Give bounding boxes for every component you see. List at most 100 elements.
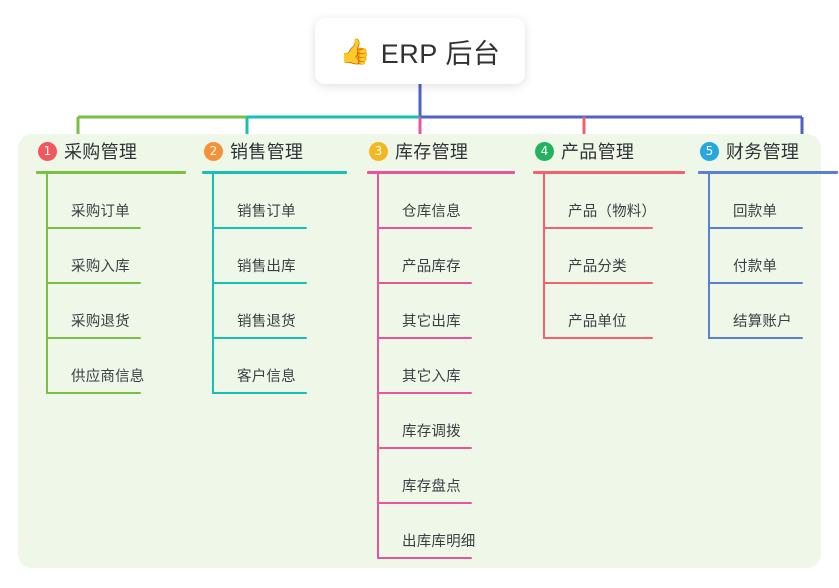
leaf-node[interactable]: 销售出库 (202, 229, 347, 284)
leaf-rule (377, 227, 472, 229)
leaf-rule (708, 227, 803, 229)
leaf-label: 库存盘点 (402, 479, 461, 495)
leaf-label: 库存调拨 (402, 424, 461, 440)
leaf-label: 出库库明细 (402, 534, 476, 550)
branch-items-2: 销售订单销售出库销售退货客户信息 (202, 174, 347, 394)
leaf-node[interactable]: 产品（物料） (533, 174, 685, 229)
leaf-label: 销售出库 (237, 259, 296, 275)
leaf-rule (212, 282, 307, 284)
root-node[interactable]: 👍 ERP 后台 (315, 18, 525, 84)
branch-items-3: 仓库信息产品库存其它出库其它入库库存调拨库存盘点出库库明细 (367, 174, 515, 559)
branch-underline-2 (202, 171, 347, 174)
leaf-rule (212, 337, 307, 339)
root-title: ERP 后台 (380, 38, 501, 69)
branch-column-5: 5 财务管理回款单付款单结算账户 (698, 134, 838, 339)
leaf-node[interactable]: 其它出库 (367, 284, 515, 339)
leaf-rule (212, 392, 307, 394)
leaf-label: 客户信息 (237, 369, 296, 385)
leaf-rule (377, 502, 472, 504)
leaf-node[interactable]: 销售退货 (202, 284, 347, 339)
branch-underline-5 (698, 171, 838, 174)
leaf-rule (46, 227, 141, 229)
branch-header-2[interactable]: 2 销售管理 (202, 134, 347, 168)
leaf-rule (377, 392, 472, 394)
branch-title-4: 产品管理 (561, 142, 635, 162)
branch-title-3: 库存管理 (395, 142, 469, 162)
branch-badge-4: 4 (535, 141, 554, 161)
branch-underline-4 (533, 171, 685, 174)
leaf-node[interactable]: 客户信息 (202, 339, 347, 394)
leaf-node[interactable]: 出库库明细 (367, 504, 515, 559)
branch-badge-5: 5 (700, 141, 719, 161)
leaf-node[interactable]: 供应商信息 (36, 339, 186, 394)
leaf-rule (46, 337, 141, 339)
branch-header-3[interactable]: 3 库存管理 (367, 134, 515, 168)
leaf-rule (46, 282, 141, 284)
leaf-rule (708, 337, 803, 339)
leaf-node[interactable]: 销售订单 (202, 174, 347, 229)
branch-badge-1: 1 (38, 141, 57, 161)
branch-items-4: 产品（物料） 产品分类产品单位 (533, 174, 685, 339)
leaf-node[interactable]: 库存盘点 (367, 449, 515, 504)
leaf-rule (543, 337, 653, 339)
branch-items-5: 回款单付款单结算账户 (698, 174, 838, 339)
leaf-node[interactable]: 采购入库 (36, 229, 186, 284)
leaf-node[interactable]: 采购订单 (36, 174, 186, 229)
leaf-label: 销售退货 (237, 314, 296, 330)
thumbs-up-icon: 👍 (339, 37, 371, 66)
leaf-node[interactable]: 采购退货 (36, 284, 186, 339)
branch-header-1[interactable]: 1 采购管理 (36, 134, 186, 168)
branch-spine-5 (708, 174, 710, 339)
leaf-node[interactable]: 产品单位 (533, 284, 685, 339)
leaf-label: 采购订单 (71, 204, 130, 220)
leaf-rule (543, 227, 653, 229)
branches-panel (18, 134, 821, 568)
branch-spine-3 (377, 174, 379, 559)
branch-badge-2: 2 (204, 141, 223, 161)
leaf-rule (212, 227, 307, 229)
branch-spine-4 (543, 174, 545, 339)
branch-column-2: 2 销售管理销售订单销售出库销售退货客户信息 (202, 134, 347, 394)
branch-badge-3: 3 (369, 141, 388, 161)
leaf-rule (377, 282, 472, 284)
leaf-label: 采购入库 (71, 259, 130, 275)
branch-title-1: 采购管理 (64, 142, 138, 162)
leaf-label: 产品库存 (402, 259, 461, 275)
branch-header-4[interactable]: 4 产品管理 (533, 134, 685, 168)
leaf-node[interactable]: 回款单 (698, 174, 838, 229)
branch-title-2: 销售管理 (230, 142, 304, 162)
leaf-node[interactable]: 库存调拨 (367, 394, 515, 449)
leaf-label: 其它出库 (402, 314, 461, 330)
leaf-node[interactable]: 付款单 (698, 229, 838, 284)
branch-spine-1 (46, 174, 48, 394)
branch-underline-3 (367, 171, 515, 174)
leaf-rule (377, 337, 472, 339)
branch-underline-1 (36, 171, 186, 174)
leaf-rule (46, 392, 141, 394)
leaf-label: 供应商信息 (71, 369, 145, 385)
leaf-label: 产品（物料） (568, 204, 657, 220)
leaf-node[interactable]: 其它入库 (367, 339, 515, 394)
leaf-rule (377, 447, 472, 449)
branch-column-3: 3 库存管理仓库信息产品库存其它出库其它入库库存调拨库存盘点出库库明细 (367, 134, 515, 559)
leaf-label: 结算账户 (733, 314, 792, 330)
branch-column-1: 1 采购管理采购订单采购入库采购退货供应商信息 (36, 134, 186, 394)
leaf-label: 仓库信息 (402, 204, 461, 220)
leaf-label: 回款单 (733, 204, 778, 220)
branch-items-1: 采购订单采购入库采购退货供应商信息 (36, 174, 186, 394)
leaf-label: 销售订单 (237, 204, 296, 220)
leaf-label: 其它入库 (402, 369, 461, 385)
leaf-node[interactable]: 结算账户 (698, 284, 838, 339)
leaf-label: 付款单 (733, 259, 778, 275)
leaf-node[interactable]: 产品库存 (367, 229, 515, 284)
leaf-rule (543, 282, 653, 284)
leaf-rule (377, 557, 472, 559)
leaf-node[interactable]: 仓库信息 (367, 174, 515, 229)
branch-header-5[interactable]: 5 财务管理 (698, 134, 838, 168)
branch-title-5: 财务管理 (726, 142, 800, 162)
leaf-label: 产品分类 (568, 259, 627, 275)
leaf-label: 产品单位 (568, 314, 627, 330)
leaf-label: 采购退货 (71, 314, 130, 330)
leaf-node[interactable]: 产品分类 (533, 229, 685, 284)
